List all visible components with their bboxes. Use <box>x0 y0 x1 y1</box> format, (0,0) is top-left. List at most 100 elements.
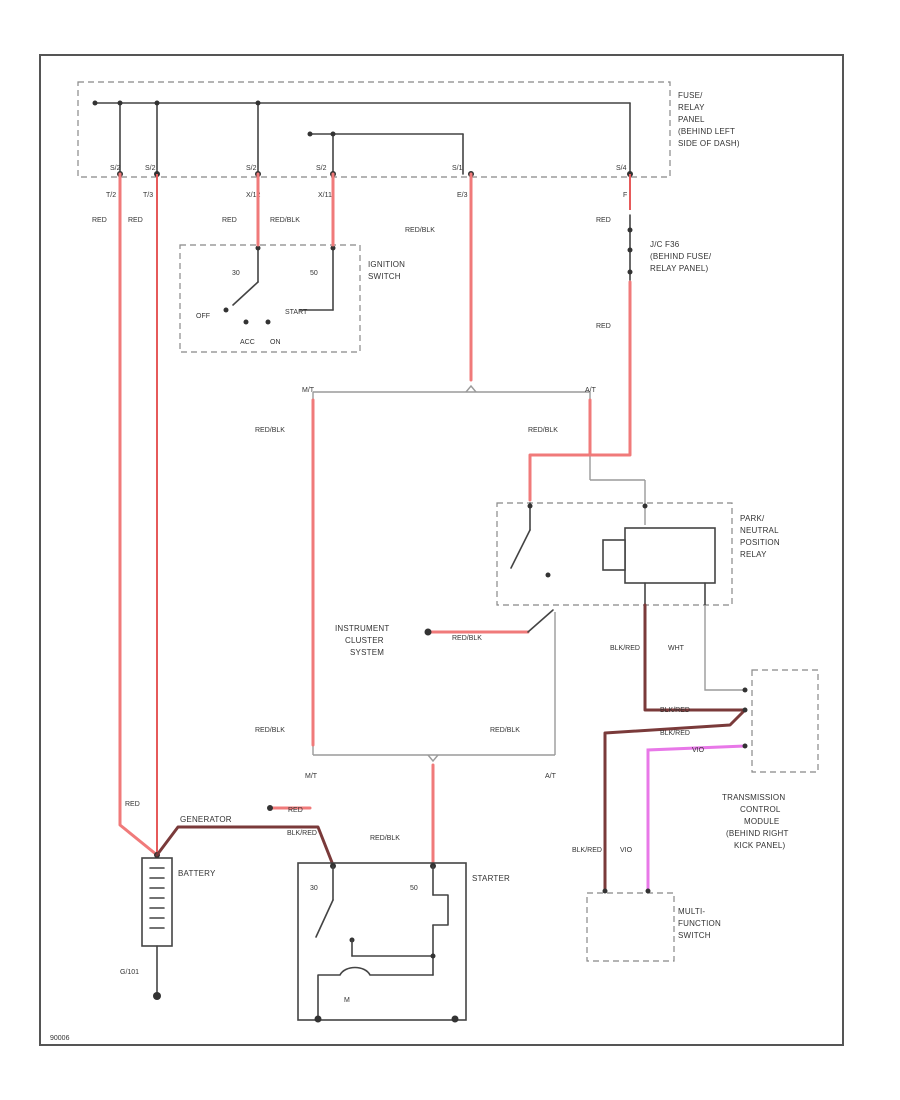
wire-label-blkred-4: BLK/RED <box>572 847 602 854</box>
wire-label-redblk-8: RED/BLK <box>370 835 400 842</box>
tcm-label-2: CONTROL <box>740 805 781 814</box>
mt-bottom-label: M/T <box>305 773 318 780</box>
fuse-panel-label-5: SIDE OF DASH) <box>678 139 740 148</box>
pin-t2: T/2 <box>106 192 116 199</box>
wire-label-vio-2: VIO <box>620 847 633 854</box>
mfs-label-3: SWITCH <box>678 931 711 940</box>
mfs-label-1: MULTI- <box>678 907 705 916</box>
battery-label: BATTERY <box>178 869 216 878</box>
at-top-label: A/T <box>585 387 597 394</box>
wire-label-redblk-6: RED/BLK <box>490 727 520 734</box>
ignition-switch-label-1: IGNITION <box>368 260 405 269</box>
fuse-panel-pin-2: S/2 <box>145 165 156 172</box>
instrument-cluster-label-3: SYSTEM <box>350 648 384 657</box>
upper-wiring: RED RED RED RED/BLK RED/BLK RED RED <box>92 172 632 857</box>
fuse-panel-pin-4: S/2 <box>316 165 327 172</box>
ign-off-label: OFF <box>196 313 210 320</box>
fuse-panel-label-3: PANEL <box>678 115 705 124</box>
instrument-cluster: RED/BLK INSTRUMENT CLUSTER SYSTEM <box>335 609 554 657</box>
mt-top-label: M/T <box>302 387 315 394</box>
ign-start-label: START <box>285 309 308 316</box>
wire-red-battery-a <box>118 172 159 857</box>
relay-label-2: NEUTRAL <box>740 526 779 535</box>
starter-label: STARTER <box>472 874 510 883</box>
wire-label-redblk-1: RED/BLK <box>270 217 300 224</box>
fuse-panel-label-4: (BEHIND LEFT <box>678 127 735 136</box>
diagram-code: 90006 <box>50 1035 70 1042</box>
fuse-link-junction: J/C F36 (BEHIND FUSE/ RELAY PANEL) <box>627 214 712 281</box>
fuse-panel-outline <box>77 81 671 178</box>
park-neutral-relay: PARK/ NEUTRAL POSITION RELAY <box>496 502 780 606</box>
wire-label-blkred-2: BLK/RED <box>660 707 690 714</box>
wire-label-blkred-3: BLK/RED <box>660 730 690 737</box>
pin-t3: T/3 <box>143 192 153 199</box>
fuse-panel-label-1: FUSE/ <box>678 91 703 100</box>
wire-label-redblk-7: RED/BLK <box>452 635 482 642</box>
wire-label-blk-gen: BLK/RED <box>287 830 317 837</box>
diagram-frame <box>39 54 844 1046</box>
pin-e3: E/3 <box>457 192 468 199</box>
wire-label-redblk-4: RED/BLK <box>528 427 558 434</box>
wire-label-red-6: RED <box>125 801 140 808</box>
wire-label-redblk-3: RED/BLK <box>255 427 285 434</box>
wire-label-red-2: RED <box>128 217 143 224</box>
wire-blkred-starter <box>155 825 335 867</box>
tcm-label-3: MODULE <box>744 817 779 826</box>
tcm-label-4: (BEHIND RIGHT <box>726 829 789 838</box>
ign-acc-label: ACC <box>240 339 255 346</box>
instrument-cluster-label-2: CLUSTER <box>345 636 384 645</box>
fuse-panel-pin-1: S/2 <box>110 165 121 172</box>
relay-label-3: POSITION <box>740 538 780 547</box>
instrument-cluster-label-1: INSTRUMENT <box>335 624 389 633</box>
starter-m-label: M <box>344 997 350 1004</box>
wire-blkred-mfs <box>603 708 747 892</box>
wire-label-wht: WHT <box>668 645 685 652</box>
wire-label-red-7: RED <box>288 807 303 814</box>
relay-label-4: RELAY <box>740 550 767 559</box>
relay-outline <box>496 502 733 606</box>
starter-outline <box>297 862 467 1021</box>
transmission-control-module: BLK/RED WHT BLK/RED BLK/RED VIO BLK/RED … <box>572 603 819 892</box>
starter-50-label: 50 <box>410 885 418 892</box>
pin-x12: X/12 <box>246 192 261 199</box>
pin-f: F <box>623 192 627 199</box>
wire-label-vio-1: VIO <box>692 747 705 754</box>
starter: RED/BLK 30 50 STARTER M <box>297 763 510 1023</box>
wire-label-red-3: RED <box>222 217 237 224</box>
multi-function-switch: MULTI- FUNCTION SWITCH <box>586 888 721 962</box>
tcm-label-5: KICK PANEL) <box>734 841 786 850</box>
ign-on-label: ON <box>270 339 281 346</box>
fuse-relay-panel: S/2 S/2 S/2 S/2 S/1 S/4 T/2 T/3 X/12 X/1… <box>77 81 740 199</box>
fuse-panel-label-2: RELAY <box>678 103 705 112</box>
ground-label: G/101 <box>120 969 139 976</box>
battery: BATTERY G/101 RED GENERATOR RED BLK/RED <box>120 801 335 1000</box>
fuse-link-label-3: RELAY PANEL) <box>650 264 709 273</box>
starter-30-label: 30 <box>310 885 318 892</box>
ignition-switch-outline <box>179 244 361 353</box>
ign-terminal-30: 30 <box>232 270 240 277</box>
ignition-switch: 30 50 OFF START ACC ON IGNITION SWITCH <box>179 244 405 353</box>
wire-label-blkred-1: BLK/RED <box>610 645 640 652</box>
ignition-switch-label-2: SWITCH <box>368 272 401 281</box>
relay-coil-end <box>602 539 626 571</box>
wire-label-red-4: RED <box>596 217 611 224</box>
wire-blkred-relay <box>643 603 747 712</box>
wire-red-relay <box>528 280 632 502</box>
wire-wht-relay <box>704 605 745 691</box>
generator-label: GENERATOR <box>180 815 232 824</box>
wire-label-red-1: RED <box>92 217 107 224</box>
tcm-outline <box>751 669 819 773</box>
relay-coil <box>624 527 716 584</box>
fuse-link-label-1: J/C F36 <box>650 240 680 249</box>
mfs-label-2: FUNCTION <box>678 919 721 928</box>
fuse-link-label-2: (BEHIND FUSE/ <box>650 252 712 261</box>
transmission-bus: M/T A/T M/T A/T RED/BLK RED/BLK RED/BLK … <box>255 384 646 780</box>
battery-body <box>141 857 173 947</box>
wire-label-red-5: RED <box>596 323 611 330</box>
ign-terminal-50: 50 <box>310 270 318 277</box>
relay-label-1: PARK/ <box>740 514 765 523</box>
wire-label-redblk-2: RED/BLK <box>405 227 435 234</box>
wire-vio-mfs <box>646 744 747 892</box>
fuse-panel-pin-5: S/1 <box>452 165 463 172</box>
